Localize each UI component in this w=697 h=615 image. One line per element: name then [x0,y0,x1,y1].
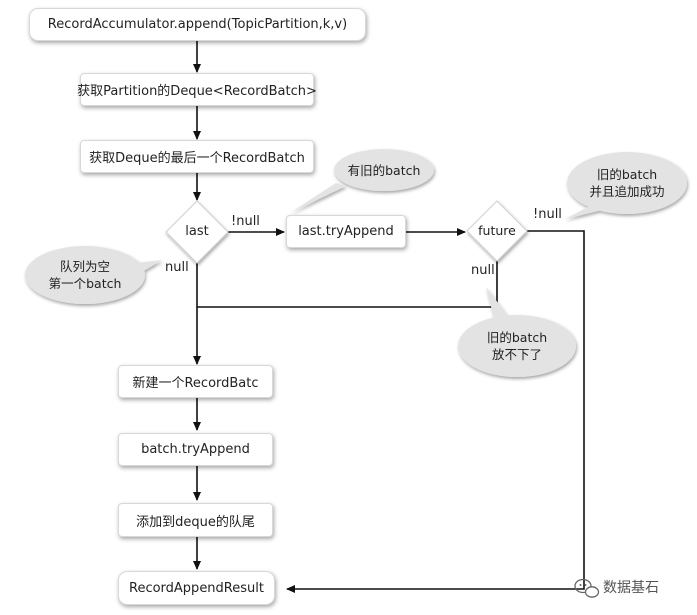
node-append: RecordAccumulator.append(TopicPartition,… [29,8,366,41]
decision-last-label: last [185,224,209,239]
node-new-batch-text: 新建一个RecordBatc [132,376,259,391]
callout-old-batch-line-1: 有旧的batch [347,162,421,178]
line-future-null [197,261,498,308]
node-get-deque: 获取Partition的Deque<RecordBatch> [77,73,317,106]
edge-label-last-null: null [165,260,189,275]
callout-old-batch-full: 旧的batch 放不下了 [458,315,576,377]
callout-old-batch: 有旧的batch [334,149,434,191]
node-get-deque-text: 获取Partition的Deque<RecordBatch> [77,84,317,99]
callout-old-batch-success-line-2: 并且追加成功 [589,184,665,199]
decision-future-shape [466,200,528,262]
callout-queue-empty-line-1: 队列为空 [59,259,110,274]
decision-future-label: future [478,223,516,238]
callout-old-batch-full-line-2: 放不下了 [491,347,542,362]
callout-queue-empty-line-2: 第一个batch [48,276,122,291]
callout-queue-empty-shape [25,246,162,304]
node-batch-try-append-text: batch.tryAppend [141,442,250,457]
node-get-last: 获取Deque的最后一个RecordBatch [80,140,314,173]
node-new-batch: 新建一个RecordBatc [118,365,273,398]
callout-old-batch-shape [290,149,434,213]
callout-old-batch-full-shape [458,287,576,377]
arrow-future-not-null [286,230,585,593]
edge-label-last-not-null: !null [231,214,260,229]
edge-label-future-null: null [471,263,495,278]
watermark-text: 数据基石 [603,580,659,596]
callout-old-batch-full-line-1: 旧的batch [486,330,548,345]
node-result-text: RecordAppendResult [129,580,264,596]
node-last-try-append: last.tryAppend [286,215,406,248]
node-last-try-append-text: last.tryAppend [298,224,394,239]
node-add-to-deque-text: 添加到deque的队尾 [136,514,255,530]
node-get-last-text: 获取Deque的最后一个RecordBatch [89,151,305,166]
edge-label-future-not-null: !null [533,207,562,222]
callout-old-batch-success-line-1: 旧的batch [596,167,658,182]
callout-old-batch-success-shape [565,152,687,219]
node-batch-try-append: batch.tryAppend [118,433,273,466]
callout-old-batch-success: 旧的batch 并且追加成功 [567,152,687,214]
wechat-icon [574,578,600,598]
callout-queue-empty: 队列为空 第一个batch [25,246,145,304]
decision-last-shape [165,200,229,264]
node-append-text: RecordAccumulator.append(TopicPartition,… [47,17,348,32]
node-add-to-deque: 添加到deque的队尾 [118,503,273,537]
node-result: RecordAppendResult [118,571,275,605]
